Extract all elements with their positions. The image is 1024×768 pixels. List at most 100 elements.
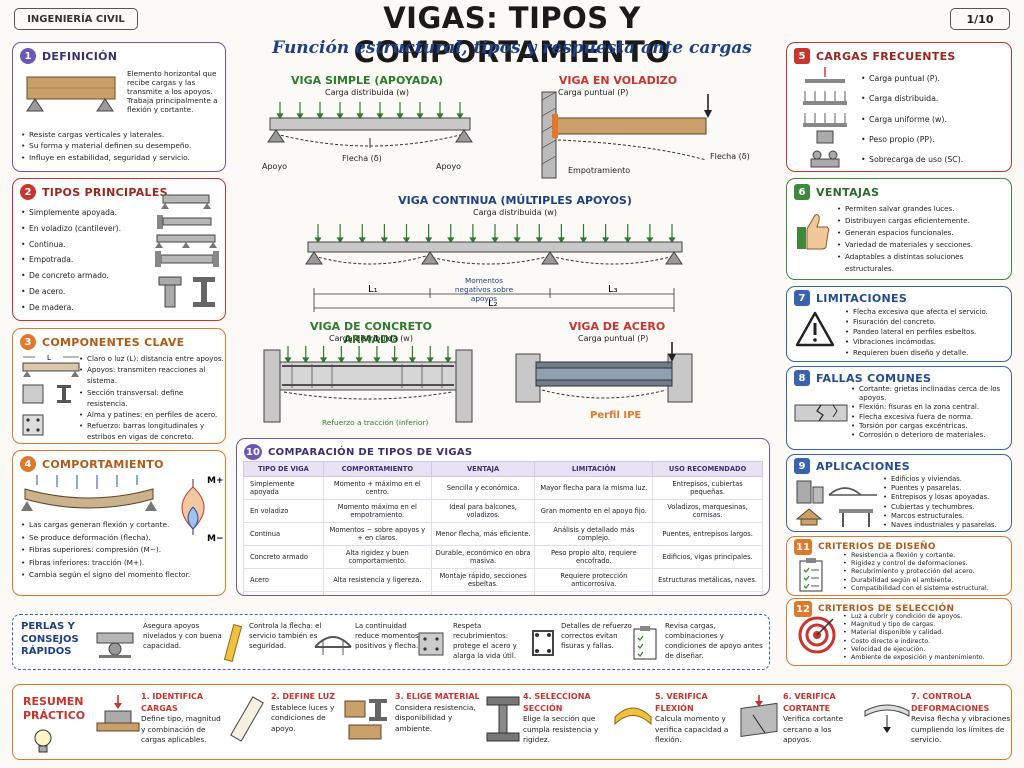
load-arrowhead bbox=[416, 113, 424, 120]
concrete-block-icon bbox=[418, 632, 444, 656]
behavior-list: Las cargas generan flexión y cortante. S… bbox=[21, 519, 225, 582]
section-title: FALLAS COMUNES bbox=[816, 371, 932, 385]
load-arrowhead bbox=[302, 357, 310, 364]
load-arrowhead bbox=[444, 357, 452, 364]
target-icon bbox=[798, 616, 836, 654]
step-title: 5. VERIFICA FLEXIÓN bbox=[655, 692, 708, 713]
list-item: Costo directo e indirecto. bbox=[843, 638, 1009, 646]
list-item: Requieren buen diseño y detalle. bbox=[845, 348, 1009, 358]
bending-icon bbox=[614, 707, 652, 726]
list-item: Compatibilidad con el sistema estructura… bbox=[843, 584, 1009, 592]
shear-icon bbox=[740, 695, 778, 738]
components-list: Claro o luz (L): distancia entre apoyos.… bbox=[79, 353, 225, 443]
simple-beam-title: VIGA SIMPLE (APOYADA) bbox=[290, 74, 443, 87]
load-arrowhead bbox=[602, 237, 610, 244]
list-item: Cubiertas y techumbres. bbox=[883, 503, 1009, 512]
deflection-icon bbox=[864, 704, 910, 733]
load-arrowhead bbox=[380, 237, 388, 244]
section-number: 1 bbox=[20, 48, 36, 64]
load-arrowhead bbox=[356, 113, 364, 120]
table-cell: Montaje rápido, secciones esbeltas. bbox=[430, 568, 536, 592]
section-title: APLICACIONES bbox=[816, 459, 911, 473]
steel-beam-title: VIGA DE ACERO bbox=[568, 320, 666, 333]
table-cell: Análisis y detallado más complejo. bbox=[534, 522, 654, 546]
list-item: Generan espacios funcionales. bbox=[837, 227, 1009, 239]
list-item: Empotrada. bbox=[21, 252, 151, 268]
step-desc: Define tipo, magnitud y combinación de c… bbox=[141, 714, 221, 745]
step-title: 3. ELIGE MATERIAL bbox=[395, 692, 480, 701]
lightbulb-icon bbox=[34, 729, 52, 753]
step-desc: Verifica cortante cercano a los apoyos. bbox=[783, 714, 844, 745]
column-header: USO RECOMENDADO bbox=[652, 461, 763, 477]
tip-4: Respeta recubrimientos: protege el acero… bbox=[453, 622, 517, 661]
column-header: TIPO DE VIGA bbox=[243, 461, 324, 477]
step-title: 2. DEFINE LUZ bbox=[271, 692, 335, 701]
types-list: Simplemente apoyada. En voladizo (cantil… bbox=[21, 205, 151, 315]
table-cell: Voladizos, marquesinas, cornisas. bbox=[652, 499, 763, 523]
table-cell: Concreto armado bbox=[243, 545, 324, 569]
ruler-icon bbox=[230, 696, 264, 742]
section-title: LIMITACIONES bbox=[816, 291, 908, 305]
continuous-title: VIGA CONTINUA (MÚLTIPLES APOYOS) bbox=[398, 194, 632, 207]
limitations-list: Flecha excesiva que afecta el servicio. … bbox=[845, 307, 1009, 358]
section-title: CRITERIOS DE SELECCIÓN bbox=[818, 604, 955, 614]
table-cell: Gran momento en el apoyo fijo. bbox=[534, 499, 654, 523]
list-item: Vibraciones incómodas. bbox=[845, 337, 1009, 347]
list-item: Carga distribuida. bbox=[861, 89, 1009, 110]
design-criteria-list: Resistencia a flexión y cortante. Rigide… bbox=[843, 551, 1009, 592]
section-number: 2 bbox=[20, 184, 36, 200]
beam-types-icon bbox=[155, 194, 219, 308]
step-title: 7. CONTROLA DEFORMACIONES bbox=[911, 692, 990, 713]
page-number: 1/10 bbox=[950, 8, 1010, 30]
list-item: Carga puntual (P). bbox=[861, 69, 1009, 90]
section-title: CARGAS FRECUENTES bbox=[816, 49, 956, 63]
list-item: Alma y patines: en perfiles de acero. bbox=[79, 409, 225, 420]
load-arrowhead bbox=[646, 237, 654, 244]
load-arrowhead bbox=[337, 357, 345, 364]
load-arrowhead bbox=[469, 237, 477, 244]
wood-beam-icon bbox=[26, 76, 116, 112]
materials-icon bbox=[344, 699, 387, 740]
list-item: Variedad de materiales y secciones. bbox=[837, 239, 1009, 251]
table-cell: Menor flecha, más eficiente. bbox=[430, 522, 536, 546]
concrete-beam-title: VIGA DE CONCRETO ARMADO bbox=[310, 320, 432, 346]
section-number: 4 bbox=[20, 456, 36, 472]
list-item: Velocidad de ejecución. bbox=[843, 646, 1009, 654]
list-item: Adaptables a distintas soluciones estruc… bbox=[837, 251, 1009, 275]
section-number: 5 bbox=[794, 48, 810, 64]
tip-2: Controla la flecha: el servicio también … bbox=[249, 622, 322, 651]
step-title: 4. SELECCIONA SECCIÓN bbox=[523, 692, 591, 713]
selection-criteria-list: Luz a cubrir y condición de apoyos. Magn… bbox=[843, 613, 1009, 662]
list-item: Carga uniforme (w). bbox=[861, 110, 1009, 131]
step-desc: Considera resistencia, disponibilidad y … bbox=[395, 702, 476, 733]
table-header-row: TIPO DE VIGA COMPORTAMIENTO VENTAJA LIMI… bbox=[243, 461, 763, 477]
tips-title: PERLAS Y CONSEJOS RÁPIDOS bbox=[21, 621, 79, 657]
steel-beam-load: Carga puntual (P) bbox=[578, 334, 649, 343]
summary-title: RESUMEN PRÁCTICO bbox=[23, 695, 86, 723]
list-item: Edificios y viviendas. bbox=[883, 475, 1009, 484]
span-label-l1: L₁ bbox=[368, 284, 378, 295]
tip-3: La continuidad reduce momentos positivos… bbox=[355, 622, 419, 651]
step-desc: Revisa flecha y vibraciones cumpliendo l… bbox=[911, 714, 1011, 745]
table-cell: Continua bbox=[243, 522, 324, 546]
loads-list: Carga puntual (P). Carga distribuida. Ca… bbox=[861, 69, 1009, 171]
list-item: De madera. bbox=[21, 300, 151, 316]
list-item: Distribuyen cargas eficientemente. bbox=[837, 215, 1009, 227]
table-cell: Momentos − sobre apoyos y + en claros. bbox=[322, 522, 432, 546]
table-cell: Madera bbox=[243, 591, 324, 595]
section-title: COMPARACIÓN DE TIPOS DE VIGAS bbox=[268, 446, 473, 458]
table-cell: Momento + máximo en el centro. bbox=[322, 476, 432, 500]
load-arrowhead bbox=[425, 237, 433, 244]
buildings-icon bbox=[795, 480, 877, 527]
load-arrowhead bbox=[402, 237, 411, 244]
load-arrowhead bbox=[535, 237, 543, 244]
